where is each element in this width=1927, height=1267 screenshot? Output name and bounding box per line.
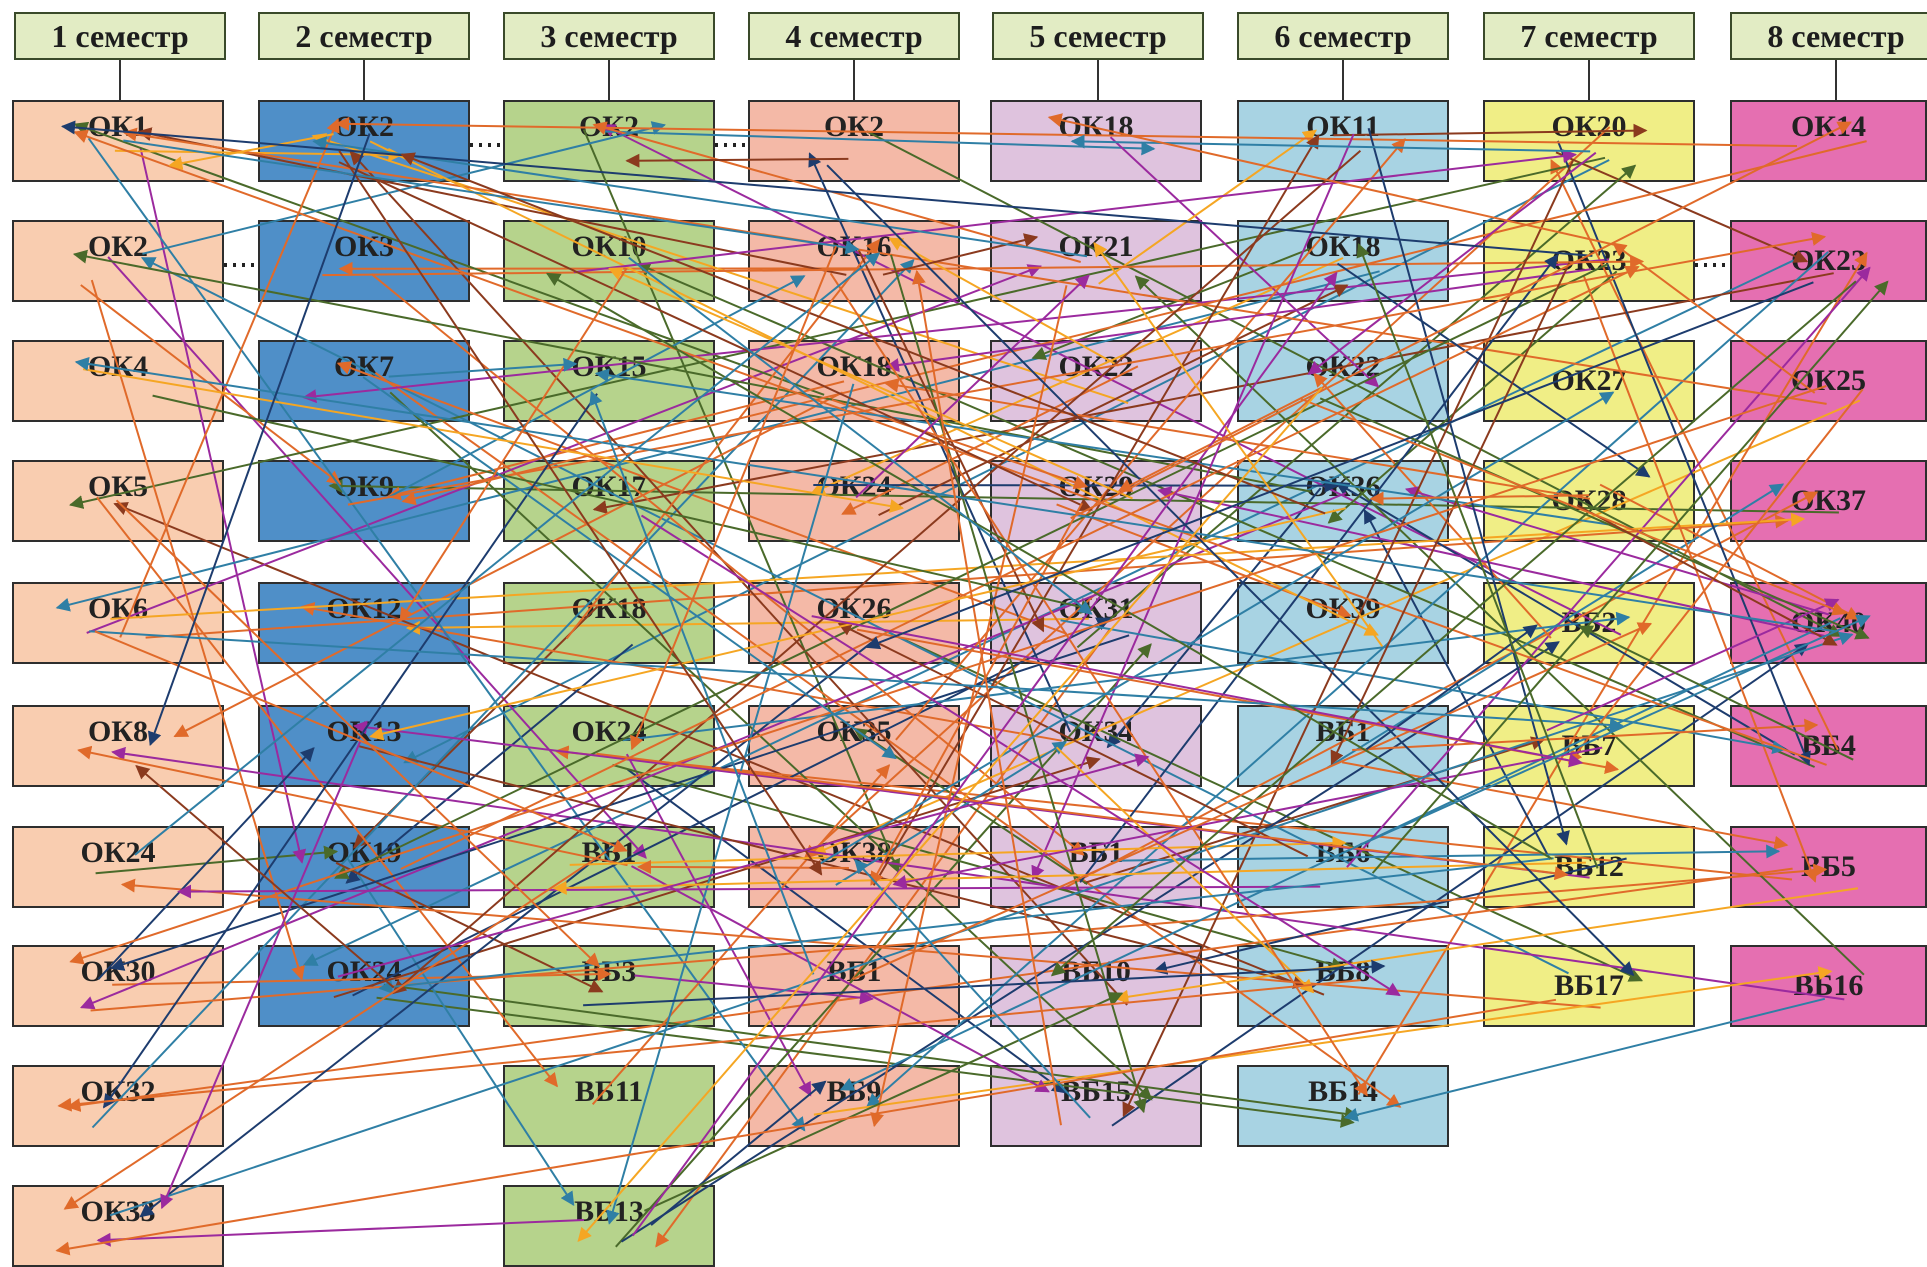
dependency-arrow <box>401 267 1639 869</box>
dependency-arrow <box>651 1082 825 1226</box>
dependency-arrow <box>812 258 1343 493</box>
dependency-arrow <box>583 966 1384 1005</box>
dependency-arrow <box>1072 141 1590 151</box>
dependency-arrow <box>1052 281 1856 975</box>
dependency-arrow <box>98 1220 584 1240</box>
dependency-arrow <box>95 631 627 850</box>
dependency-arrow <box>388 381 844 496</box>
dependency-arrow <box>142 125 664 254</box>
dependency-arrow <box>1551 160 1838 750</box>
dependency-arrow <box>363 377 896 758</box>
dependency-arrow <box>112 974 610 985</box>
dependency-arrow <box>632 246 836 749</box>
dependency-arrow <box>867 282 1813 647</box>
dependency-arrow <box>627 159 849 161</box>
dependency-arrow <box>627 754 811 1095</box>
dependency-arrow <box>71 386 1827 962</box>
dependency-arrow <box>79 750 628 865</box>
dependency-arrow <box>1077 166 1635 648</box>
dependency-arrow <box>1580 626 1853 759</box>
dependency-arrow <box>135 253 879 855</box>
dependency-arrow <box>339 151 821 875</box>
dependency-arrow <box>1600 485 1859 619</box>
dependency-arrow <box>113 752 1845 999</box>
dependency-arrow <box>57 1000 1556 1251</box>
dependency-arrow <box>98 748 313 979</box>
dependency-arrow <box>635 976 873 999</box>
dependency-arrow <box>1333 131 1646 136</box>
dependency-arrow <box>1558 141 1809 765</box>
dependency-arrow <box>1116 888 1858 998</box>
dependency-arrow <box>814 971 1831 1114</box>
dependency-arrow <box>820 392 1613 863</box>
dependency-arrow <box>1345 999 1825 1118</box>
dependency-arrow <box>393 151 1360 994</box>
dependency-arrow <box>656 628 1111 1246</box>
dependency-arrow <box>162 741 361 1208</box>
dependency-arrow <box>1049 117 1619 246</box>
dependency-arrow <box>1359 244 1598 868</box>
dependency-arrow <box>62 126 1592 256</box>
dependency-arrow <box>1136 276 1864 974</box>
dependency-arrow <box>110 519 1803 619</box>
dependency-arrow <box>1371 495 1589 498</box>
dependency-arrow <box>141 148 302 862</box>
dependency-arrow <box>1556 152 1807 261</box>
dependency-arrow <box>831 273 1367 1095</box>
dependency-arrow <box>170 134 334 165</box>
dependency-arrow <box>813 485 1337 486</box>
dependency-arrow <box>141 643 872 1217</box>
dependency-arrow <box>87 266 1041 633</box>
dependency-arrow <box>337 124 1797 146</box>
dependency-arrow <box>1154 859 1626 971</box>
dependency-arrow <box>407 619 1089 628</box>
dependency-arrow <box>120 119 338 637</box>
dependency-arrow <box>65 852 606 1209</box>
dependency-arrow <box>1338 264 1650 477</box>
dependency-arrow <box>338 363 1067 633</box>
dependency-arrow <box>890 238 1119 365</box>
dependency-arrow <box>1358 253 1866 1095</box>
